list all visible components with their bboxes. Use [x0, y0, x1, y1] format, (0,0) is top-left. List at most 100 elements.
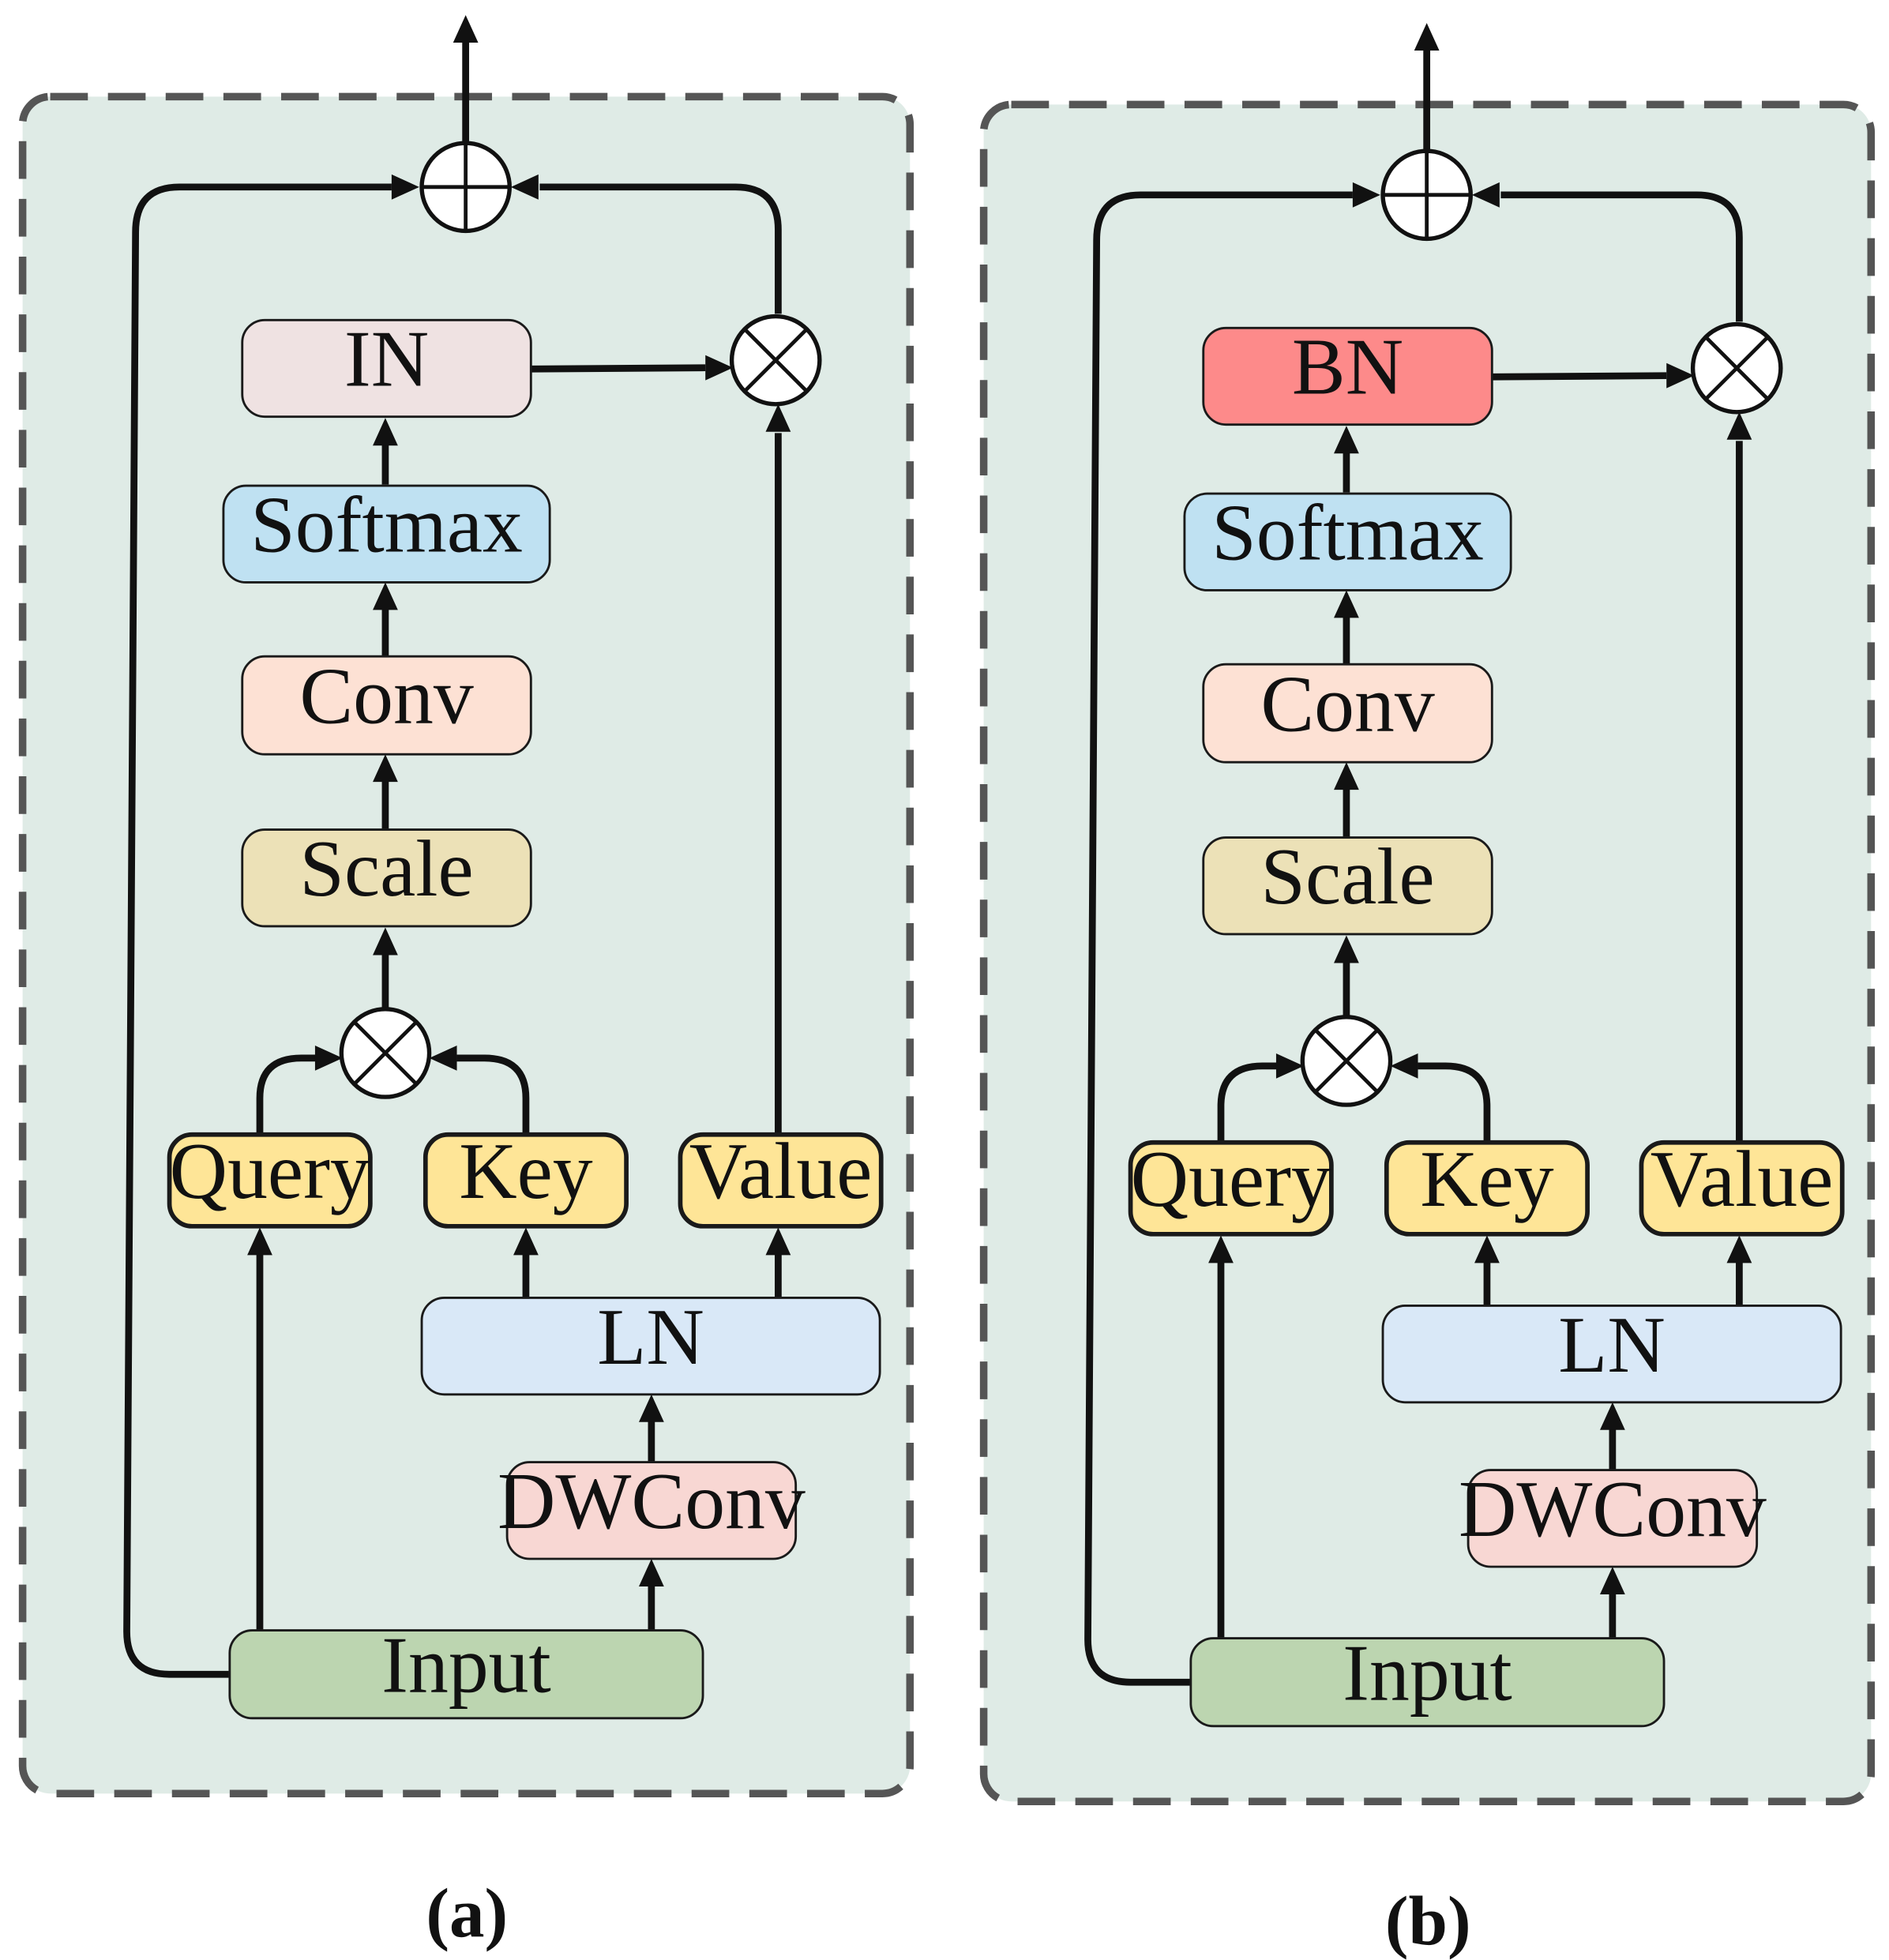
input-box-label: Input — [1343, 1628, 1512, 1718]
softmax-box-shape — [222, 484, 551, 584]
key-to-mul — [456, 1054, 530, 1134]
dwconv-box: DWConv — [498, 1457, 806, 1560]
input-box: Input — [1189, 1628, 1666, 1728]
arrowhead-icon — [765, 1227, 791, 1256]
arrowhead-icon — [373, 927, 398, 956]
arrowhead-icon — [705, 355, 734, 381]
query-box: Query — [167, 1127, 373, 1229]
conv-box: Conv — [1202, 659, 1493, 764]
arrowhead-icon — [1334, 762, 1359, 790]
query-box-shape — [1128, 1140, 1334, 1237]
arrowhead-icon — [247, 1227, 272, 1256]
panel-caption: (b) — [1385, 1883, 1471, 1960]
value-box-label: Value — [689, 1127, 873, 1216]
conv-box-shape — [241, 655, 532, 756]
scale-box-shape — [1202, 836, 1493, 936]
key-box-shape — [422, 1132, 629, 1229]
circled-times-icon — [1300, 1015, 1393, 1107]
circled-times-icon — [729, 314, 822, 407]
key-box-label: Key — [459, 1127, 593, 1216]
circled-times-icon — [339, 1007, 432, 1099]
scale-box-label: Scale — [299, 824, 473, 914]
dwconv-box-label: DWConv — [498, 1457, 806, 1546]
arrowhead-icon — [1599, 1566, 1625, 1594]
arrowhead-icon — [391, 174, 419, 200]
arrowhead-icon — [765, 404, 791, 432]
conv-box-label: Conv — [299, 651, 474, 741]
arrowhead-icon — [1334, 935, 1359, 963]
skip-connection — [1084, 191, 1353, 1686]
scale-box: Scale — [241, 824, 532, 928]
circled-plus-icon — [419, 141, 512, 234]
key-box: Key — [1384, 1135, 1590, 1237]
circled-times-icon — [1690, 321, 1783, 415]
arrowhead-icon — [1599, 1402, 1625, 1430]
ln-box-label: LN — [1558, 1301, 1666, 1390]
ln-box: LN — [420, 1293, 881, 1396]
arrowhead-icon — [373, 418, 398, 446]
input-box-shape — [1189, 1637, 1666, 1728]
scale-box-shape — [241, 828, 532, 928]
arrowhead-icon — [1471, 182, 1500, 208]
norm-box-shape — [1202, 326, 1493, 426]
key-box: Key — [422, 1127, 629, 1229]
softmax-box: Softmax — [1183, 489, 1512, 591]
query-box-label: Query — [1131, 1135, 1331, 1224]
ln-box: LN — [1381, 1301, 1842, 1404]
cross-stroke — [1704, 336, 1770, 401]
arrowhead-icon — [314, 1045, 343, 1071]
cross-stroke — [743, 328, 809, 393]
skip-connection — [123, 183, 392, 1678]
input-box-shape — [228, 1629, 704, 1720]
arrowhead-icon — [453, 15, 479, 43]
key-box-label: Key — [1420, 1135, 1554, 1224]
ln-box-shape — [1381, 1304, 1842, 1404]
softmax-box-label: Softmax — [250, 481, 523, 570]
key-to-mul — [1418, 1062, 1491, 1142]
panel-caption: (a) — [426, 1875, 508, 1952]
dwconv-box-label: DWConv — [1459, 1465, 1767, 1554]
ln-box-label: LN — [597, 1293, 704, 1382]
value-box: Value — [678, 1127, 884, 1229]
input-box: Input — [228, 1620, 704, 1720]
arrowhead-icon — [513, 1227, 539, 1256]
softmax-box: Softmax — [222, 481, 551, 584]
arrowhead-icon — [1726, 1235, 1752, 1263]
query-box-label: Query — [170, 1127, 370, 1216]
arrowhead-icon — [1275, 1053, 1304, 1079]
norm-to-mul — [531, 364, 706, 373]
norm-box-label: BN — [1292, 323, 1403, 412]
value-box-shape — [678, 1132, 884, 1229]
ln-box-shape — [420, 1296, 881, 1396]
norm-box: BN — [1202, 323, 1493, 426]
value-box-shape — [1639, 1140, 1845, 1237]
query-to-mul — [1217, 1062, 1278, 1142]
arrowhead-icon — [1352, 182, 1380, 208]
arrowhead-icon — [1414, 23, 1440, 51]
value-box: Value — [1639, 1135, 1845, 1237]
query-box: Query — [1128, 1135, 1334, 1237]
conv-box-shape — [1202, 663, 1493, 764]
conv-box: Conv — [241, 651, 532, 756]
residual-path — [1500, 191, 1743, 322]
norm-to-mul — [1492, 372, 1667, 381]
dwconv-box-shape — [505, 1461, 798, 1560]
cross-stroke — [352, 1020, 418, 1086]
arrowhead-icon — [1666, 362, 1695, 389]
arrowhead-icon — [373, 754, 398, 783]
arrowhead-icon — [1208, 1235, 1234, 1263]
query-box-shape — [167, 1132, 373, 1229]
norm-box-label: IN — [344, 315, 429, 404]
arrowhead-icon — [510, 174, 539, 200]
scale-box: Scale — [1202, 832, 1493, 936]
conv-box-label: Conv — [1260, 659, 1435, 749]
softmax-box-shape — [1183, 492, 1512, 591]
norm-box-shape — [241, 318, 532, 419]
arrowhead-icon — [1726, 411, 1752, 440]
circled-plus-icon — [1380, 148, 1473, 242]
arrowhead-icon — [1334, 590, 1359, 618]
input-box-label: Input — [381, 1620, 551, 1710]
